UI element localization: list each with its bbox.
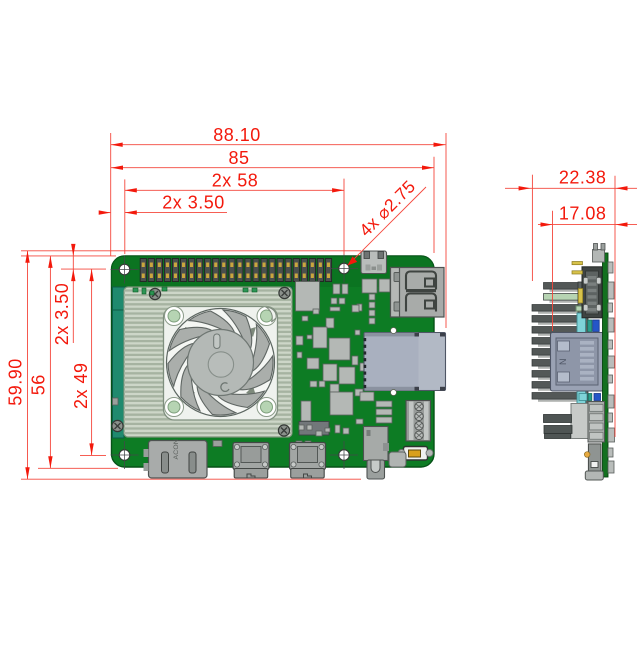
svg-text:2x 3.50: 2x 3.50	[52, 283, 72, 346]
svg-text:N: N	[558, 359, 568, 366]
svg-text:17.08: 17.08	[559, 203, 607, 223]
svg-text:22.38: 22.38	[559, 167, 607, 187]
svg-text:2x 3.50: 2x 3.50	[162, 193, 225, 213]
svg-text:2x 49: 2x 49	[71, 362, 91, 409]
svg-text:56: 56	[29, 374, 49, 395]
svg-text:85: 85	[228, 148, 249, 168]
svg-text:ACON: ACON	[173, 439, 180, 459]
svg-text:2x 58: 2x 58	[212, 170, 259, 190]
svg-text:88.10: 88.10	[213, 125, 261, 145]
svg-text:59.90: 59.90	[6, 358, 26, 406]
